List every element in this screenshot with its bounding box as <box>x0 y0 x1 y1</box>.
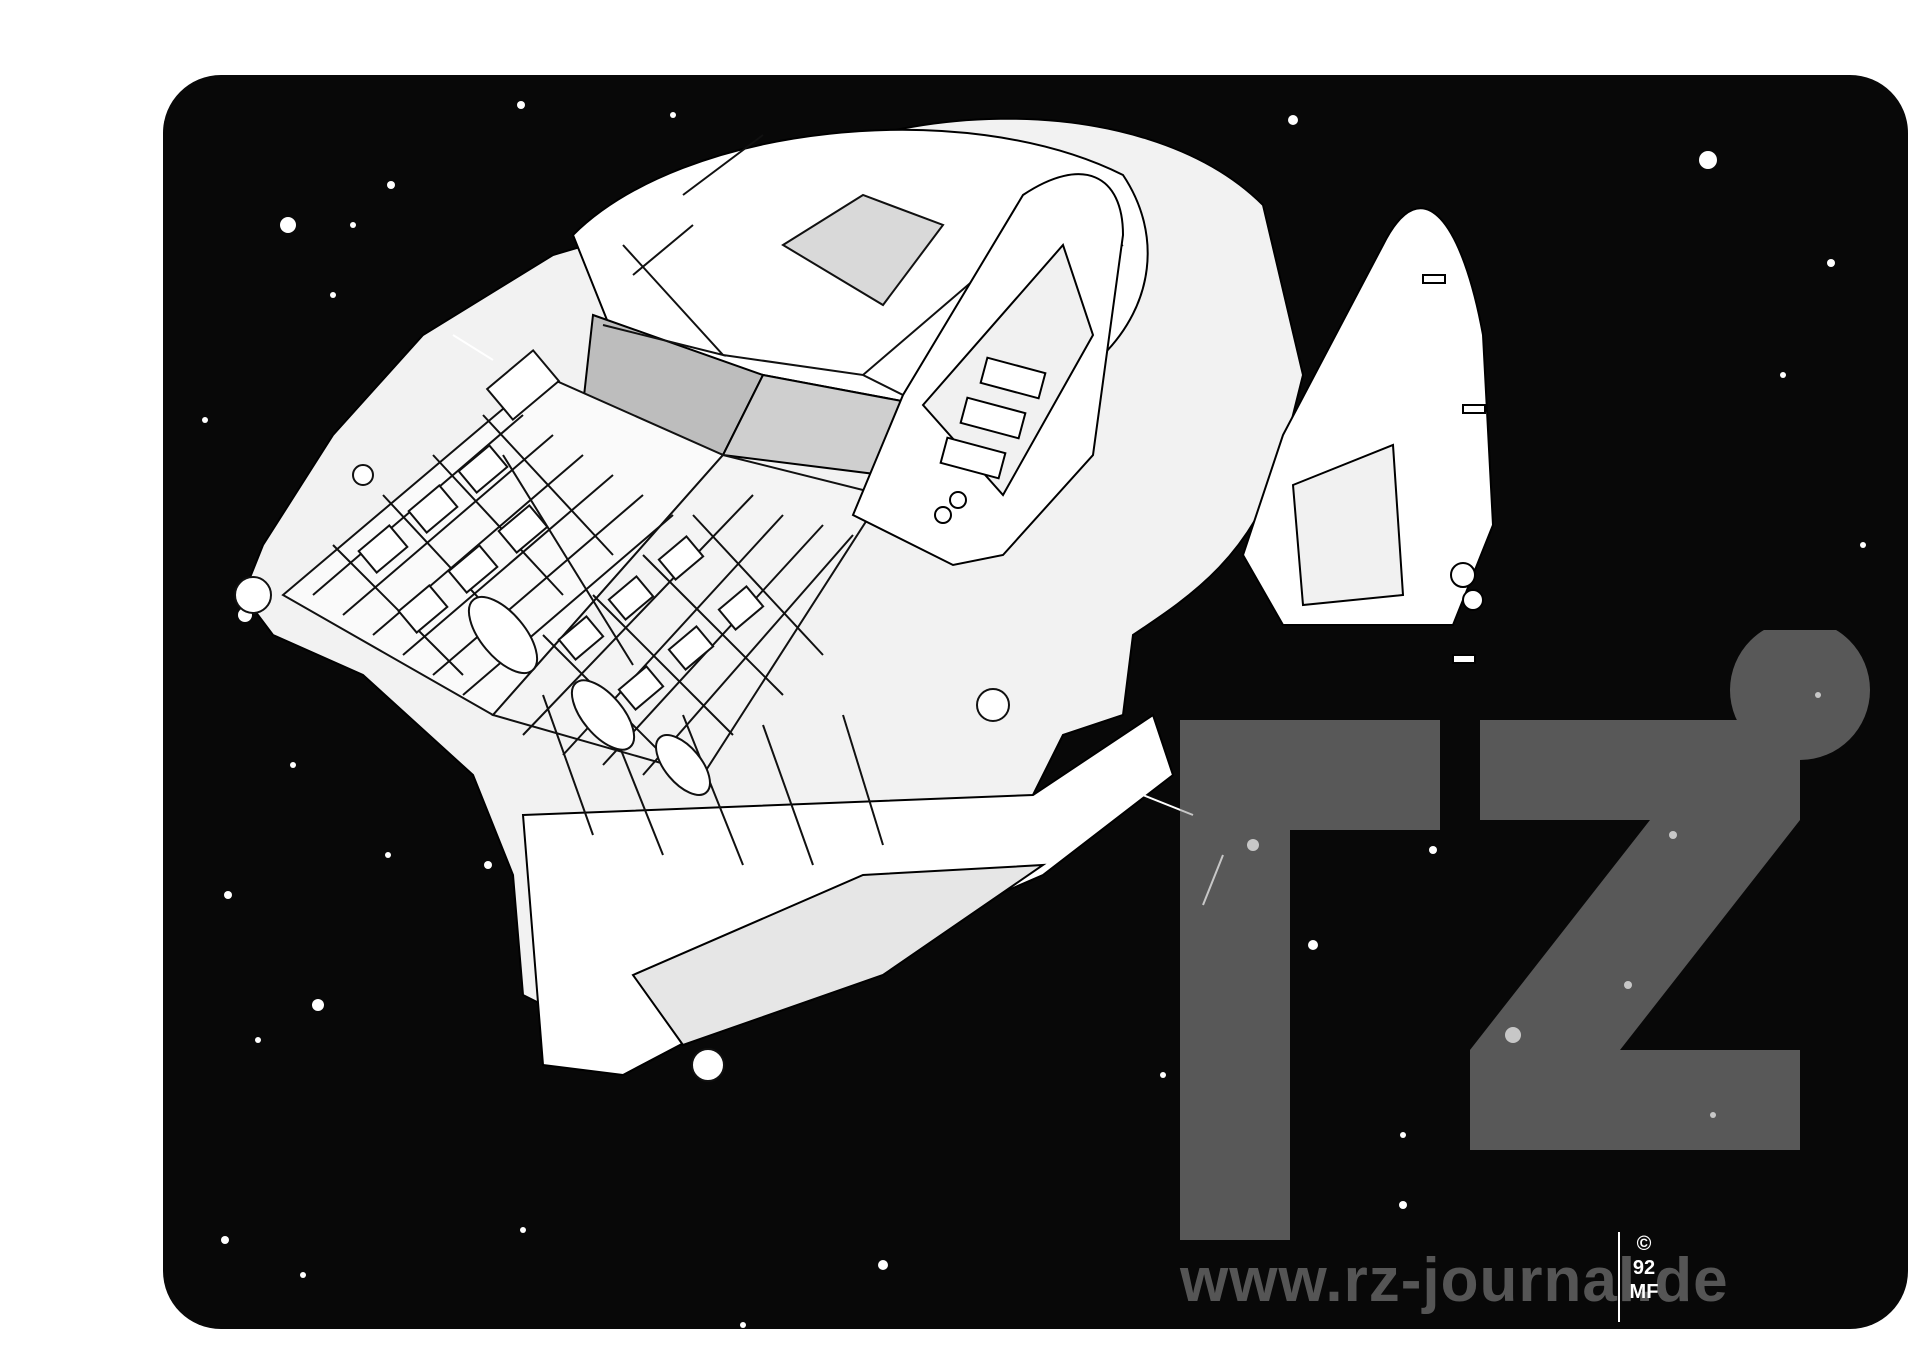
signature-copyright: © <box>1636 1233 1652 1255</box>
cutaway-modules <box>234 348 1010 1082</box>
fin-near <box>851 173 1125 567</box>
artist-signature: © 92 MF <box>1618 1232 1668 1322</box>
watermark-url: www.rz-journal.de <box>1180 1246 1729 1315</box>
space-panel <box>163 75 1908 1329</box>
signature-initials: MF <box>1629 1281 1659 1303</box>
fin-far <box>1241 207 1495 664</box>
spaceship-illustration <box>202 101 1866 1328</box>
signature-year: 92 <box>1632 1257 1656 1279</box>
